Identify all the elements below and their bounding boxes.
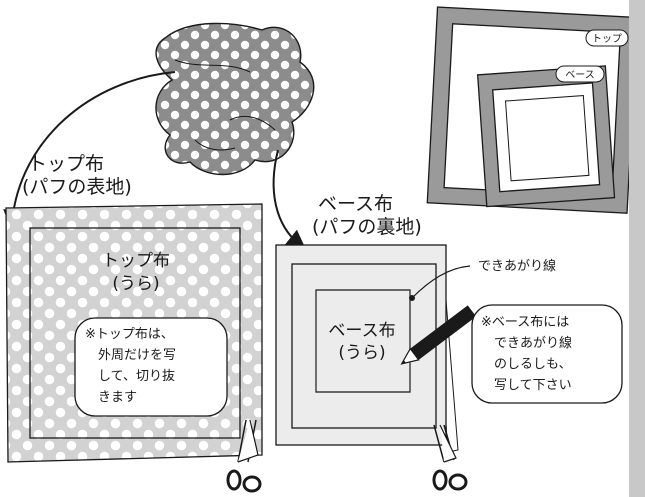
arrow-to-top-cloth [3,71,176,230]
base-note-line-4: 写して下さい [494,378,572,393]
top-note-line-4: きます [98,390,137,405]
top-template-tag [585,29,629,47]
base-template-tag [555,65,605,83]
top-note-line-1: ※トップ布は、 [85,327,174,342]
top-note-bubble [74,317,228,417]
base-note-line-1: ※ベース布には [481,315,569,330]
top-note-line-3: して、切り抜 [98,368,175,384]
arrow-to-base-cloth [272,149,307,251]
top-template-tag-label: トップ [592,33,622,45]
base-cloth-subtitle: (パフの裏地) [312,216,422,238]
finish-line-marker [409,295,415,301]
base-cloth-inner-sublabel: (うら) [338,343,385,363]
pencil-icon [400,305,477,365]
page-edge-bar [629,0,645,497]
base-template-tag-label: ベース [565,69,595,81]
base-note-line-2: できあがり線 [494,335,572,351]
template-frames: トップ ベース [426,6,638,214]
base-cloth-title: ベース布 [318,193,393,215]
top-note-line-2: 外周だけを写 [98,348,176,363]
fabric-puff [155,22,315,176]
top-cloth-inner-label: トップ布 [102,251,170,271]
finish-line-label: できあがり線 [478,258,556,274]
finish-line-leader [411,265,471,299]
top-cloth-title: トップ布 [28,153,104,175]
base-cloth-inner-label: ベース布 [328,321,395,341]
base-note-line-3: のしるしも、 [494,357,572,372]
scissors-icon-base [432,424,468,491]
top-cloth-subtitle: (パフの表地) [22,176,132,198]
scissors-icon [226,419,262,493]
base-template-frame [476,65,616,208]
base-note-bubble [471,304,623,404]
top-cloth-cut-line [29,227,241,439]
top-cloth-inner-sublabel: (うら) [112,274,159,294]
base-cloth-finish-line [315,289,411,393]
